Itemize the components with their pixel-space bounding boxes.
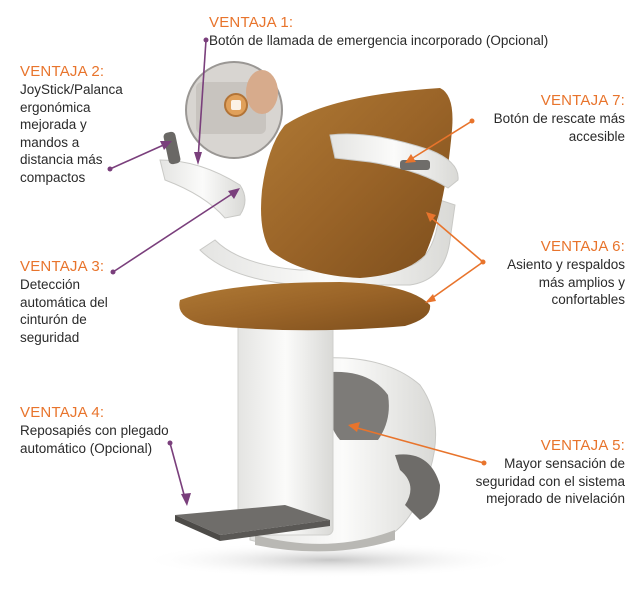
seat-column [237, 319, 334, 536]
footrest-edge [175, 515, 220, 541]
ventaja-5-title: VENTAJA 5: [540, 437, 625, 454]
ventaja-2-line-6: compactos [20, 169, 86, 185]
arrow-v6-seat [425, 261, 484, 303]
joystick [163, 131, 181, 165]
ventaja-4-line-1: Reposapiés con plegado [20, 423, 169, 438]
callout-ventaja-6: VENTAJA 6: Asiento y respaldos más ampli… [465, 238, 625, 309]
inset-finger [246, 70, 278, 114]
seat-cushion [179, 282, 431, 331]
ventaja-3-line-3: cinturón de [20, 312, 87, 327]
ventaja-1-title: VENTAJA 1: [209, 14, 294, 31]
ventaja-2-line-3: mejorada y [20, 117, 87, 132]
ground-shadow [140, 542, 520, 578]
ventaja-7-line-1: Botón de rescate más [493, 111, 625, 126]
arrow-v7 [405, 118, 475, 163]
ventaja-6-line-2: más amplios y [538, 274, 625, 290]
ventaja-2-line-5: distancia más [20, 152, 103, 167]
ventaja-5-line-2: seguridad con el sistema [475, 473, 625, 489]
arrow-v5 [348, 422, 487, 466]
ventaja-6-line-3: confortables [551, 292, 625, 307]
arrow-v3 [110, 188, 240, 275]
callout-ventaja-4: VENTAJA 4: Reposapiés con plegado automá… [20, 404, 220, 457]
ventaja-7-title: VENTAJA 7: [540, 92, 625, 109]
ventaja-7-line-2: accesible [568, 128, 625, 144]
ventaja-5-line-1: Mayor sensación de [504, 456, 625, 471]
ventaja-2-line-2: ergonómica [20, 99, 91, 115]
ventaja-3-line-4: seguridad [20, 329, 80, 345]
ventaja-2-line-1: JoyStick/Palanca [20, 82, 123, 97]
ventaja-4-title: VENTAJA 4: [20, 404, 105, 421]
callout-ventaja-1: VENTAJA 1: Botón de llamada de emergenci… [209, 14, 629, 50]
arrow-v4 [167, 440, 191, 506]
callout-ventaja-2: VENTAJA 2: JoyStick/Palanca ergonómica m… [20, 63, 170, 186]
seat-frame [199, 199, 456, 286]
ventaja-3-line-1: Detección [20, 277, 81, 292]
base-bottom-edge [255, 530, 395, 552]
ventaja-4-line-2: automático (Opcional) [20, 440, 153, 456]
ventaja-3-line-2: automática del [20, 294, 108, 310]
backrest [261, 88, 453, 278]
ventaja-2-title: VENTAJA 2: [20, 63, 105, 80]
ventaja-3-title: VENTAJA 3: [20, 258, 105, 275]
ventaja-6-line-1: Asiento y respaldos [507, 257, 625, 272]
callout-ventaja-5: VENTAJA 5: Mayor sensación de seguridad … [425, 437, 625, 508]
footrest-front [220, 520, 330, 541]
ventaja-6-title: VENTAJA 6: [540, 238, 625, 255]
ventaja-5-line-3: mejorado de nivelación [486, 491, 625, 506]
callout-ventaja-3: VENTAJA 3: Detección automática del cint… [20, 258, 170, 346]
armrest-left [159, 159, 246, 219]
ventaja-1-line-1: Botón de llamada de emergencia incorpora… [209, 33, 549, 48]
callout-ventaja-7: VENTAJA 7: Botón de rescate más accesibl… [455, 92, 625, 145]
base-rail-wheel [395, 454, 440, 520]
emergency-button-symbol [231, 100, 241, 110]
arrow-v1 [194, 37, 209, 165]
arrow-v2 [107, 141, 172, 172]
base-dark-recess [327, 371, 389, 440]
ventaja-2-line-4: mandos a [20, 134, 80, 150]
footrest [175, 505, 330, 535]
